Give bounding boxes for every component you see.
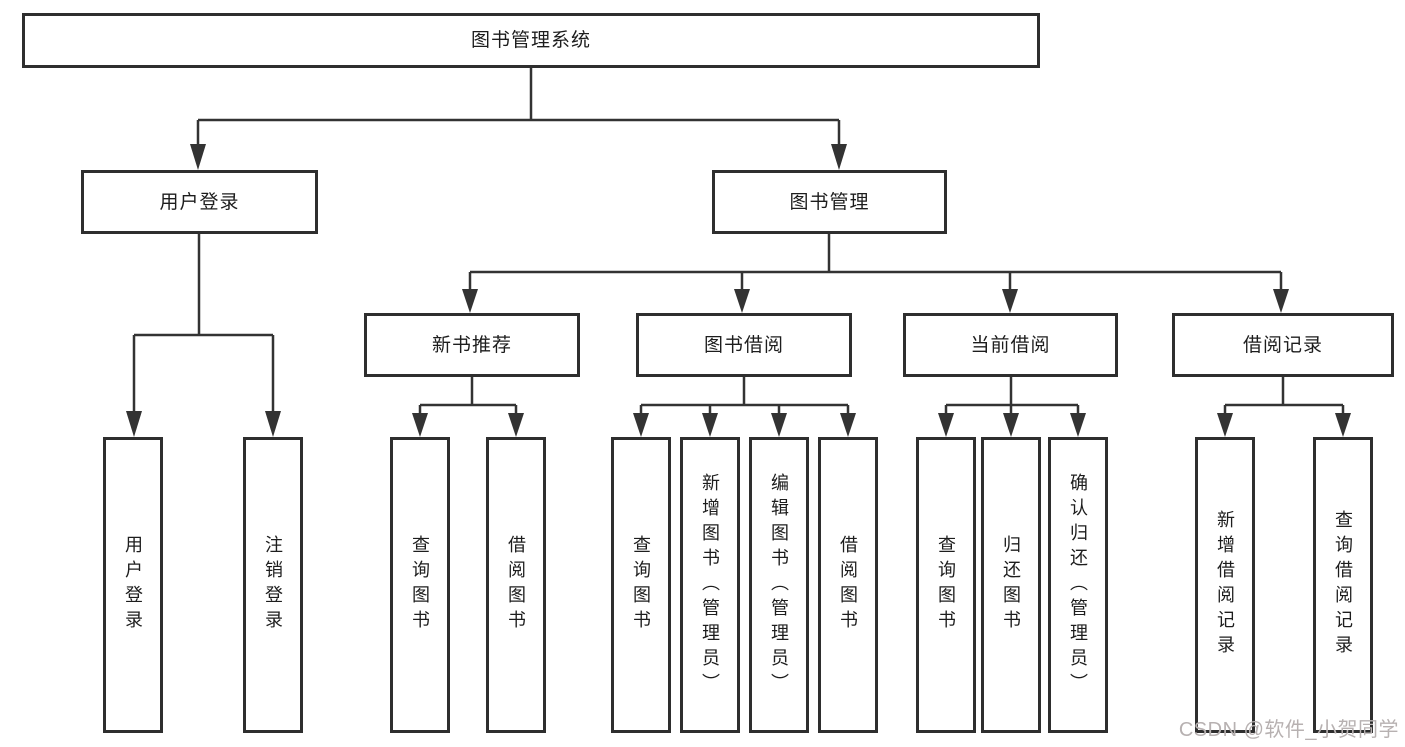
node-user-login: 用户登录 (81, 170, 318, 234)
connector-login (132, 234, 275, 413)
connector-root (196, 68, 841, 146)
leaf-borrow-borrow-books: 借阅图书 (818, 437, 878, 733)
node-current-borrow: 当前借阅 (903, 313, 1118, 377)
connector-book-mgmt (468, 234, 1283, 289)
connector-borrow (639, 377, 850, 413)
leaf-borrow-query-books: 查询图书 (611, 437, 671, 733)
leaf-current-confirm-return-admin: 确认归还（管理员） (1048, 437, 1108, 733)
node-borrow-records: 借阅记录 (1172, 313, 1394, 377)
leaf-logout: 注销登录 (243, 437, 303, 733)
leaf-current-return-books: 归还图书 (981, 437, 1041, 733)
leaf-records-query-record: 查询借阅记录 (1313, 437, 1373, 733)
connector-current (944, 377, 1080, 413)
node-book-borrow: 图书借阅 (636, 313, 852, 377)
node-root-system: 图书管理系统 (22, 13, 1040, 68)
leaf-recommend-borrow-books: 借阅图书 (486, 437, 546, 733)
connector-records (1223, 377, 1345, 413)
connector-recommend (418, 377, 518, 413)
node-new-book-recommend: 新书推荐 (364, 313, 580, 377)
node-book-management: 图书管理 (712, 170, 947, 234)
leaf-user-login: 用户登录 (103, 437, 163, 733)
leaf-recommend-query-books: 查询图书 (390, 437, 450, 733)
leaf-current-query-books: 查询图书 (916, 437, 976, 733)
csdn-watermark: CSDN @软件_小贺同学 (1178, 719, 1399, 741)
arrowheads (126, 144, 1351, 437)
leaf-borrow-edit-books-admin: 编辑图书（管理员） (749, 437, 809, 733)
leaf-records-add-record: 新增借阅记录 (1195, 437, 1255, 733)
leaf-borrow-add-books-admin: 新增图书（管理员） (680, 437, 740, 733)
